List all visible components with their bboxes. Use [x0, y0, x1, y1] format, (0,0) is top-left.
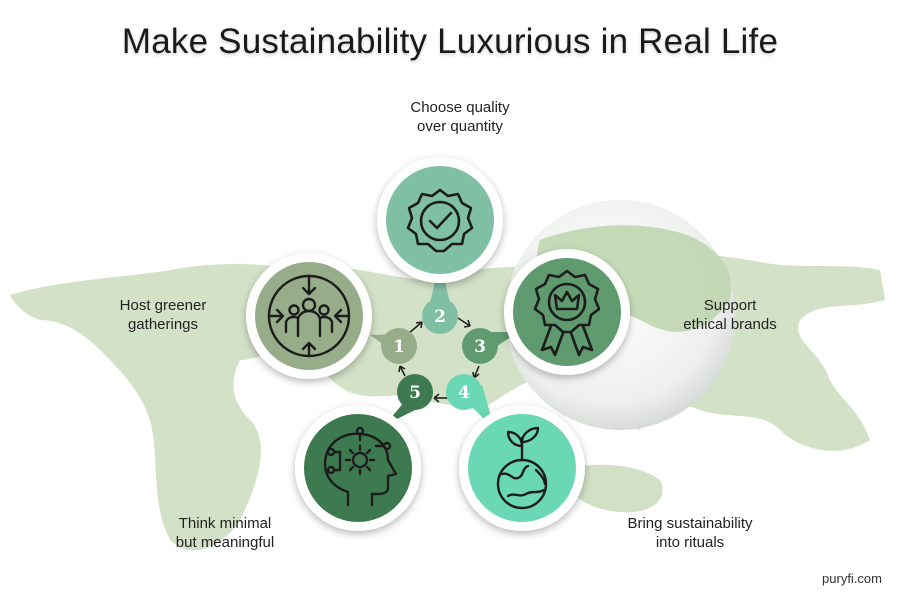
head-gears-icon	[323, 426, 398, 507]
step-1-label-line2: gatherings	[127, 316, 199, 333]
step-2-label: Choose quality over quantity	[370, 98, 550, 136]
arrow-3-to-4	[473, 365, 480, 379]
step-5-label-line2: but meaningful	[175, 534, 275, 551]
step-2-circle	[377, 157, 503, 283]
step-5-circle	[295, 405, 421, 531]
step-5-label-line1: Think minimal	[178, 515, 272, 532]
arrow-1-to-2	[407, 321, 423, 335]
number-badge-1: 1	[381, 328, 417, 364]
step-2-label-line2: over quantity	[417, 118, 503, 135]
step-3-label: Support ethical brands	[650, 296, 810, 334]
step-2-stem	[428, 260, 452, 312]
page-title: Make Sustainability Luxurious in Real Li…	[121, 22, 779, 61]
number-3: 3	[474, 337, 486, 357]
step-2-label-line1: Choose quality	[410, 99, 510, 116]
number-badge-2: 2	[422, 298, 458, 334]
arrow-5-to-1	[399, 365, 406, 377]
step-4-label-line2: into rituals	[655, 534, 725, 551]
step-4-circle	[459, 405, 585, 531]
australia-shape	[560, 464, 663, 513]
number-badge-5: 5	[397, 374, 433, 410]
arrow-2-to-3	[457, 317, 471, 327]
people-cycle-icon	[267, 274, 351, 358]
watermark: puryfi.com	[822, 571, 882, 586]
step-1-label-line1: Host greener	[119, 297, 207, 314]
crown-award-icon	[533, 269, 601, 357]
step-5-label: Think minimal but meaningful	[140, 514, 310, 552]
number-5: 5	[409, 383, 421, 403]
step-1-label: Host greener gatherings	[88, 296, 238, 334]
number-badge-3: 3	[462, 328, 498, 364]
step-3-label-line2: ethical brands	[683, 316, 777, 333]
step-3-circle	[504, 249, 630, 375]
verified-badge-icon	[406, 188, 474, 253]
number-2: 2	[434, 307, 446, 327]
step-1-circle	[246, 253, 372, 379]
number-4: 4	[458, 383, 470, 403]
step-4-label: Bring sustainability into rituals	[590, 514, 790, 552]
step-4-label-line1: Bring sustainability	[627, 515, 753, 532]
number-badge-4: 4	[446, 374, 482, 410]
earth-sprout-icon	[496, 426, 548, 510]
number-1: 1	[393, 337, 405, 357]
step-3-label-line1: Support	[703, 297, 757, 314]
